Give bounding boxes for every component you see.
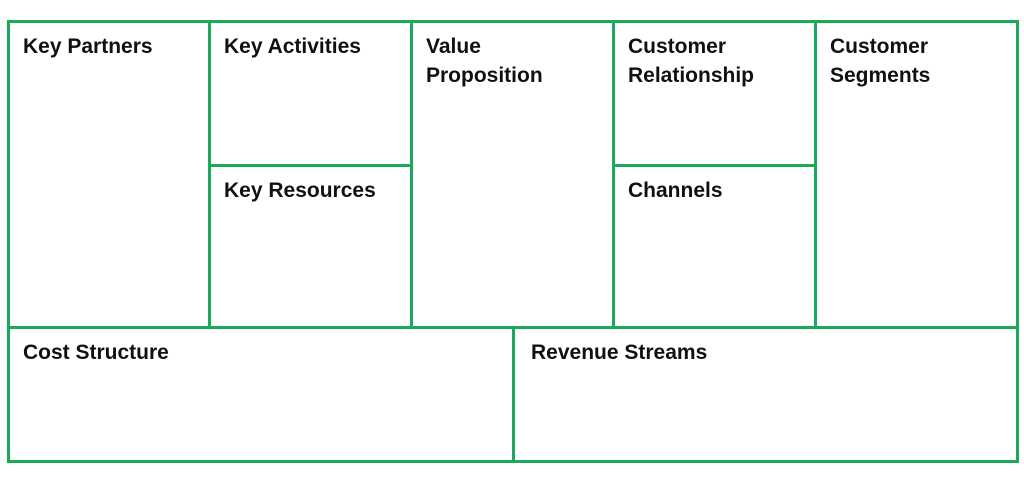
value-proposition-block: Value Proposition — [410, 20, 615, 329]
key-resources-heading: Key Resources — [224, 179, 376, 202]
customer-segments-heading: Customer Segments — [830, 35, 931, 87]
key-activities-block: Key Activities — [208, 20, 413, 167]
cost-structure-block: Cost Structure — [7, 326, 515, 463]
channels-block: Channels — [612, 164, 817, 329]
revenue-streams-block: Revenue Streams — [512, 326, 1019, 463]
value-proposition-heading: Value Proposition — [426, 35, 543, 87]
customer-relationship-block: Customer Relationship — [612, 20, 817, 167]
customer-segments-block: Customer Segments — [814, 20, 1019, 329]
customer-relationship-heading: Customer Relationship — [628, 35, 755, 87]
cost-structure-heading: Cost Structure — [23, 341, 169, 364]
revenue-streams-heading: Revenue Streams — [531, 341, 708, 364]
key-resources-block: Key Resources — [208, 164, 413, 329]
key-partners-heading: Key Partners — [23, 35, 153, 58]
channels-heading: Channels — [628, 179, 723, 202]
key-activities-heading: Key Activities — [224, 35, 361, 58]
key-partners-block: Key Partners — [7, 20, 211, 329]
